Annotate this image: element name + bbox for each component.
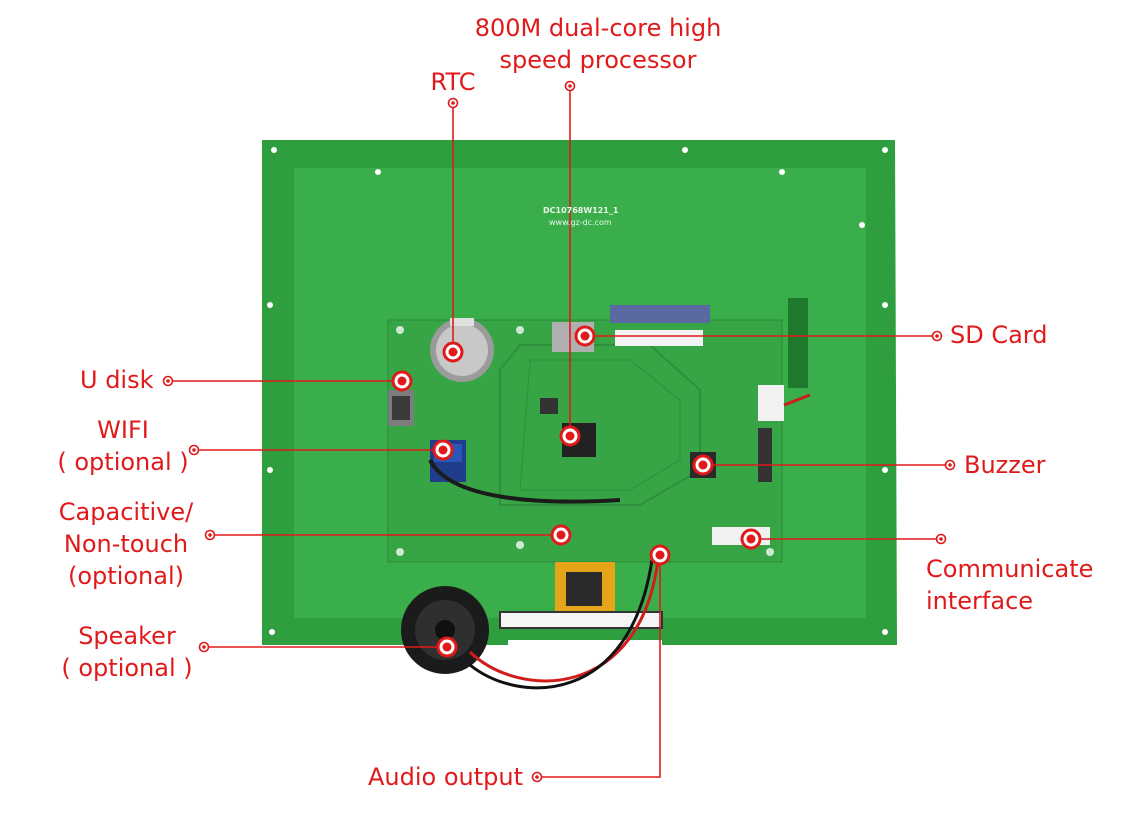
antenna-cable [428, 459, 621, 504]
speaker-wire-red [468, 559, 660, 683]
board-website-text: www.gz-dc.com [549, 218, 612, 227]
red-wire-right [783, 393, 811, 407]
callout-u-disk: U disk [80, 364, 154, 396]
callout-target-dots [391, 325, 762, 658]
callout-sd-card-text: SD Card [950, 321, 1048, 349]
callout-wifi-line1: WIFI [97, 416, 149, 444]
callout-audio-output-text: Audio output [368, 763, 524, 791]
callout-communicate-line1: Communicate [926, 555, 1094, 583]
callout-touch-line3: (optional) [68, 562, 184, 590]
leader-lines [168, 86, 950, 778]
callout-buzzer-text: Buzzer [964, 451, 1046, 479]
callout-processor: 800M dual-core high speed processor [458, 12, 738, 76]
callout-buzzer: Buzzer [964, 449, 1046, 481]
touch-flex [499, 562, 663, 629]
callout-start-centers [166, 84, 952, 779]
callout-wifi-line2: ( optional ) [57, 448, 189, 476]
board-model-text: DC10768W121_1 [543, 206, 619, 215]
callout-sd-card: SD Card [950, 319, 1048, 351]
callout-touch-line1: Capacitive/ [58, 498, 194, 526]
callout-speaker: Speaker ( optional ) [52, 620, 202, 684]
usb-port [388, 390, 414, 426]
callout-communicate-line2: interface [926, 587, 1034, 615]
callout-touch-line2: Non-touch [63, 530, 189, 558]
callout-communicate: Communicate interface [926, 553, 1093, 617]
callout-speaker-line2: ( optional ) [61, 654, 193, 682]
callout-rtc: RTC [408, 66, 498, 98]
callout-speaker-line1: Speaker [78, 622, 176, 650]
callout-u-disk-text: U disk [80, 366, 154, 394]
speaker [401, 586, 489, 674]
speaker-wire-black [469, 559, 654, 690]
callout-touch: Capacitive/ Non-touch (optional) [48, 496, 204, 592]
mounting-holes [267, 147, 888, 635]
callout-rtc-text: RTC [430, 68, 476, 96]
callout-processor-line1: 800M dual-core high [474, 14, 722, 42]
lcd-connector [610, 305, 710, 346]
callout-audio-output: Audio output [368, 761, 523, 793]
callout-wifi: WIFI ( optional ) [48, 414, 198, 478]
callout-processor-line2: speed processor [499, 46, 697, 74]
